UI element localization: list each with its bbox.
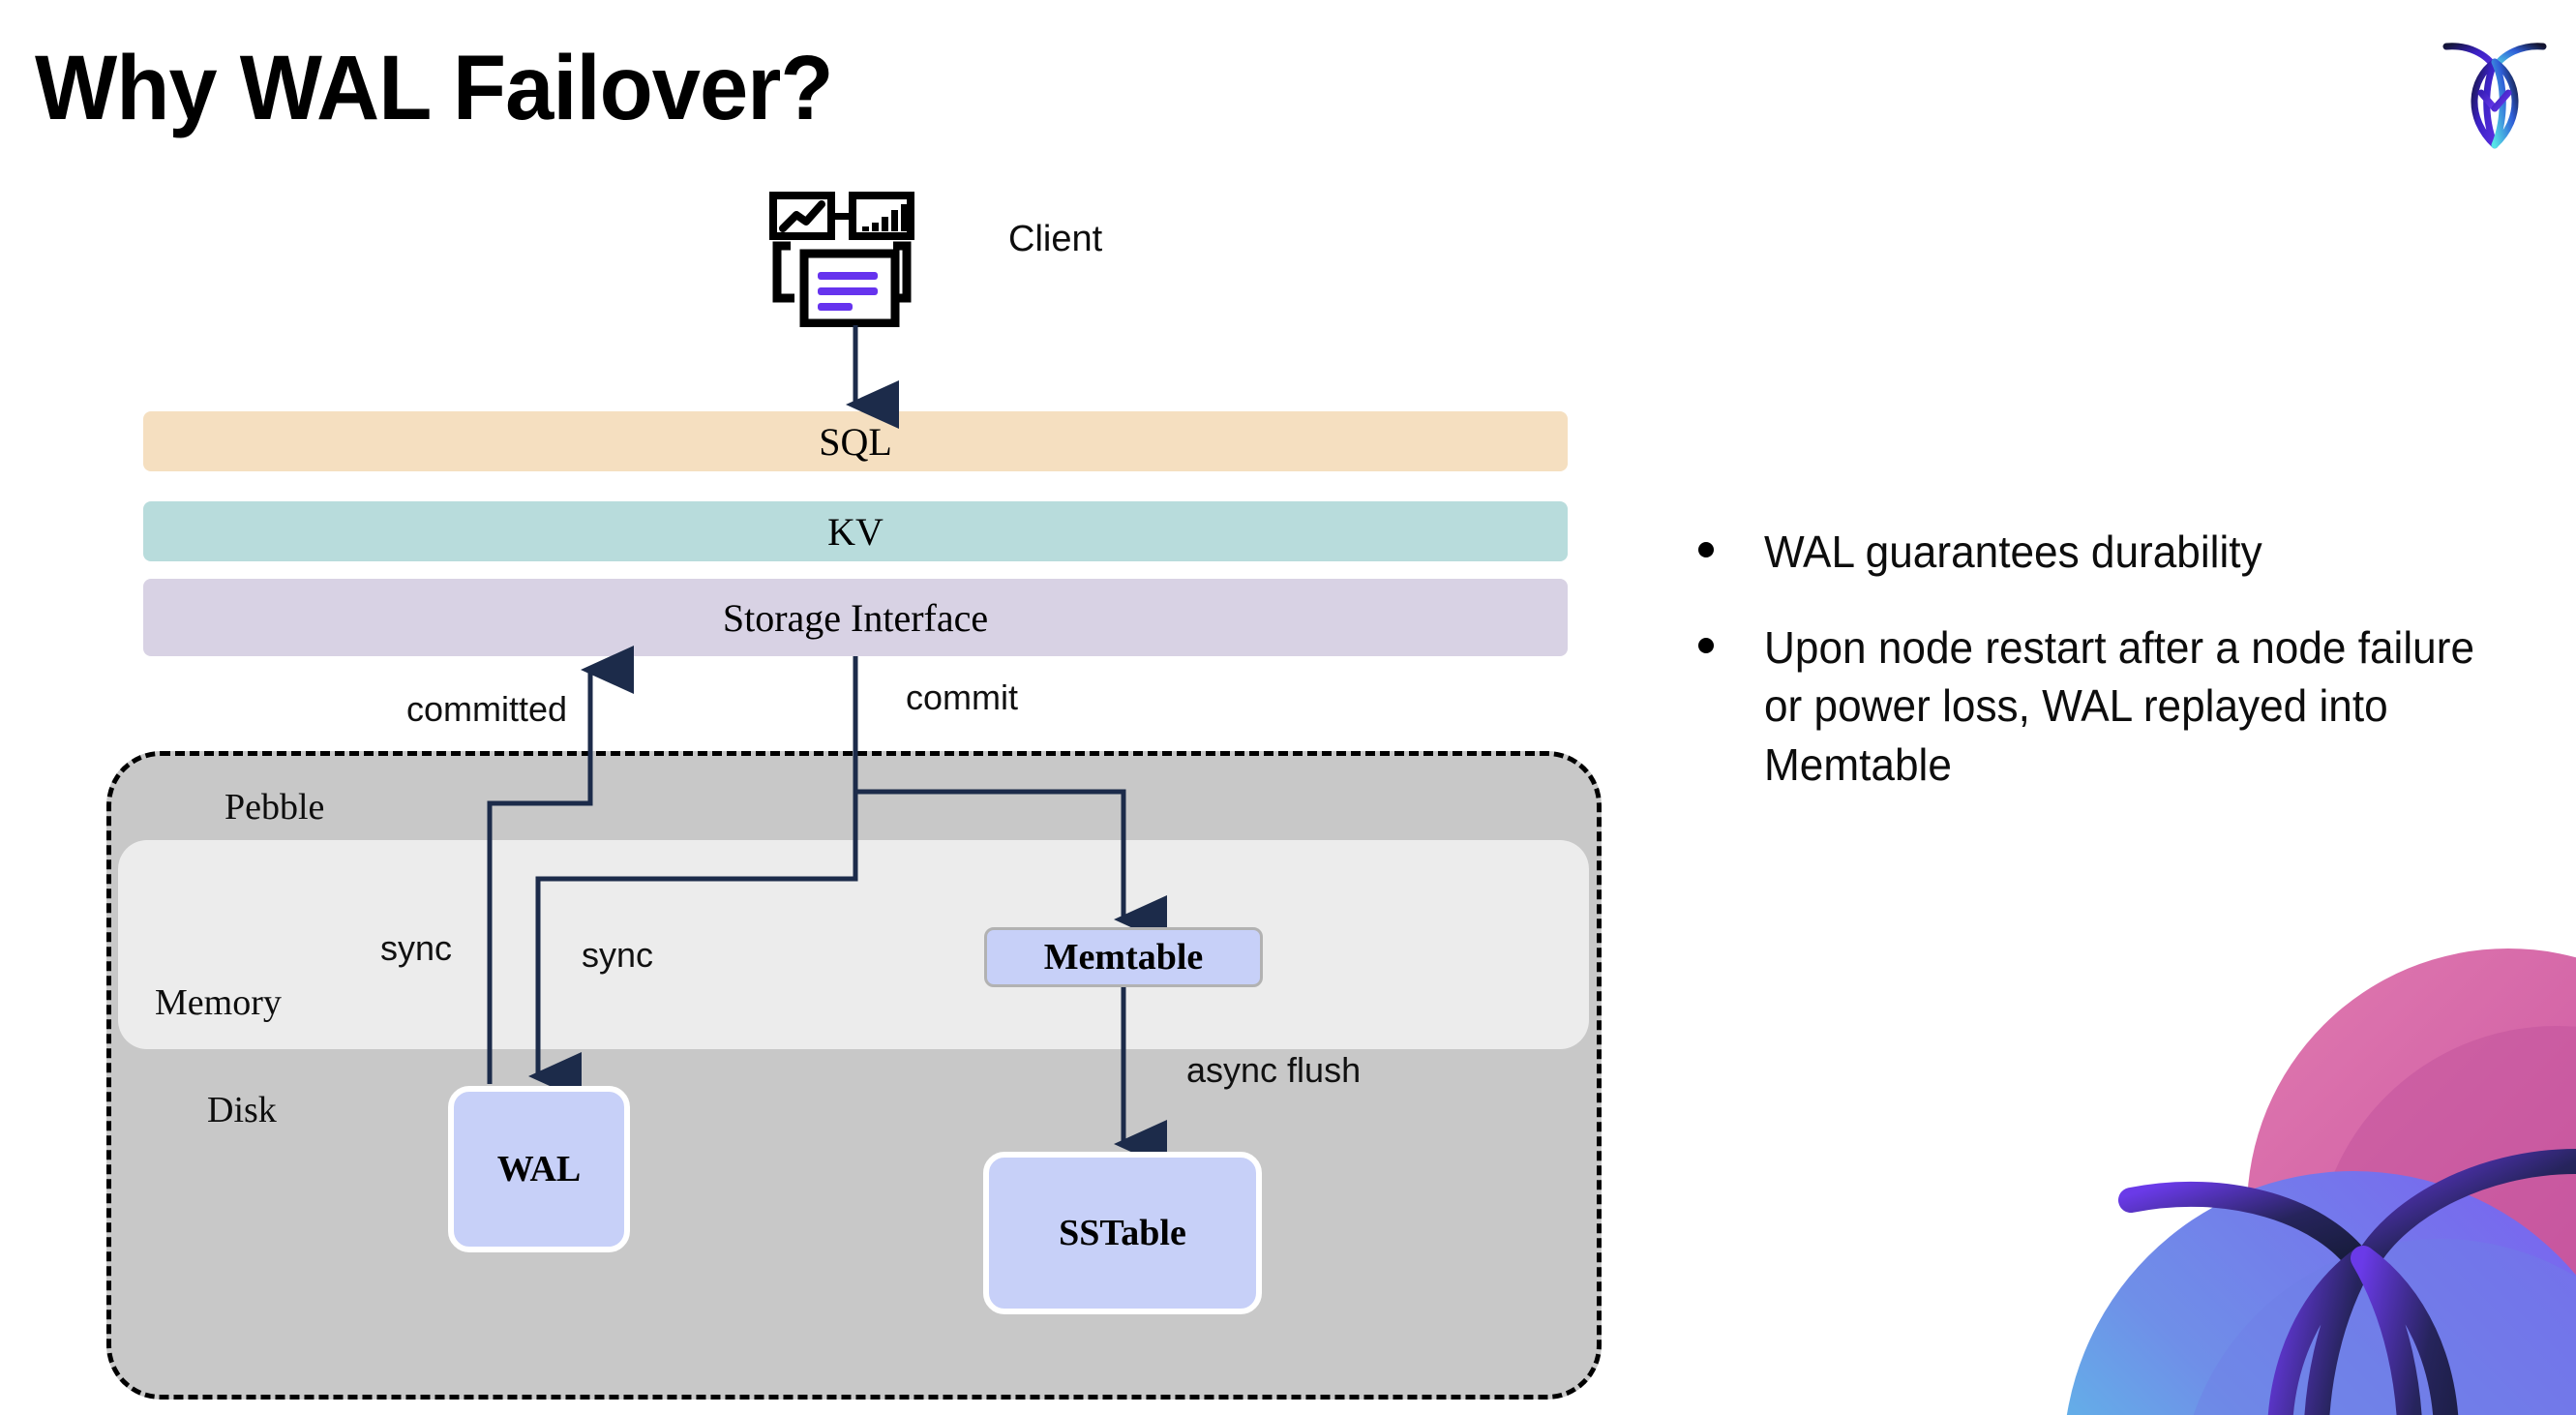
list-item: Upon node restart after a node failure o… bbox=[1698, 618, 2531, 795]
list-item: WAL guarantees durability bbox=[1698, 523, 2531, 582]
node-memtable-label: Memtable bbox=[1043, 937, 1204, 978]
decorative-logo-graphic bbox=[1937, 919, 2576, 1415]
layer-bar-storage-interface-label: Storage Interface bbox=[722, 595, 989, 640]
node-wal-label: WAL bbox=[496, 1149, 582, 1189]
page-title: Why WAL Failover? bbox=[35, 37, 834, 139]
bullet-text: WAL guarantees durability bbox=[1764, 527, 2262, 577]
memory-zone-label: Memory bbox=[155, 982, 282, 1023]
node-wal: WAL bbox=[448, 1086, 630, 1252]
bullet-dot-icon bbox=[1698, 542, 1714, 557]
edge-label-committed: committed bbox=[406, 689, 568, 729]
disk-zone-label: Disk bbox=[207, 1090, 277, 1130]
layer-bar-sql-label: SQL bbox=[819, 419, 892, 464]
layer-bar-storage-interface: Storage Interface bbox=[143, 579, 1568, 656]
client-label: Client bbox=[1008, 219, 1103, 259]
bullet-dot-icon bbox=[1698, 637, 1714, 653]
layer-bar-sql: SQL bbox=[143, 411, 1568, 471]
edge-label-async-flush: async flush bbox=[1186, 1050, 1362, 1090]
node-sstable: SSTable bbox=[983, 1152, 1262, 1314]
layer-bar-kv-label: KV bbox=[827, 509, 884, 554]
node-memtable: Memtable bbox=[984, 927, 1263, 987]
bullet-list: WAL guarantees durability Upon node rest… bbox=[1698, 523, 2531, 831]
edge-label-commit: commit bbox=[906, 677, 1018, 717]
edge-label-sync-b: sync bbox=[582, 935, 654, 975]
memory-zone bbox=[118, 840, 1589, 1049]
edge-label-sync-a: sync bbox=[380, 928, 453, 968]
node-sstable-label: SSTable bbox=[1059, 1213, 1186, 1253]
layer-bar-kv: KV bbox=[143, 501, 1568, 561]
pebble-label: Pebble bbox=[225, 787, 325, 828]
cockroachdb-logo bbox=[2441, 29, 2549, 153]
client-terminal-icon bbox=[769, 192, 930, 328]
bullet-text: Upon node restart after a node failure o… bbox=[1764, 621, 2475, 791]
